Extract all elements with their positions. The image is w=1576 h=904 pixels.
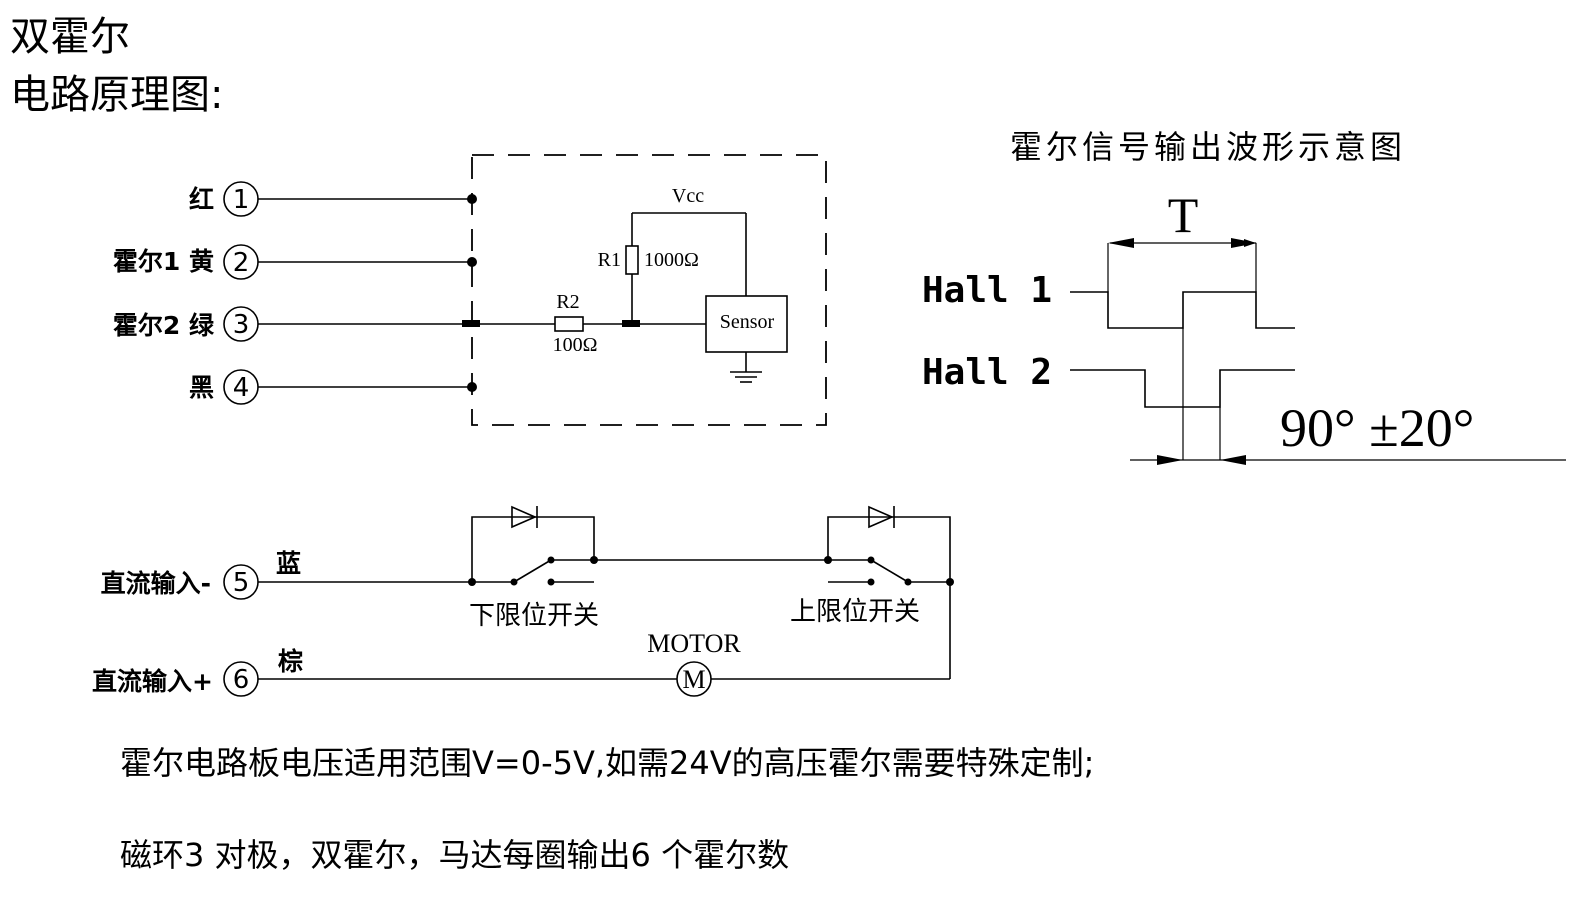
- period-arrow-right-head: [1231, 238, 1257, 248]
- lower-diode-bypass: [471, 516, 595, 582]
- terminal-4-label: 黑: [189, 373, 214, 402]
- upper-diode-bypass: [827, 516, 951, 582]
- r1-name: R1: [598, 249, 621, 271]
- upper-switch-arm: [870, 559, 909, 583]
- terminal-6-number: 6: [233, 665, 250, 695]
- hall-1-label: Hall 1: [922, 270, 1052, 311]
- phase-arrow-right-head: [1220, 455, 1246, 465]
- lower-switch-pivot: [510, 578, 518, 586]
- resistor-r1: [625, 245, 639, 275]
- upper-switch-label: 上限位开关: [790, 597, 920, 627]
- motor-symbol: M: [682, 665, 705, 694]
- vcc-label: Vcc: [672, 185, 704, 207]
- sensor-board-boundary: [471, 154, 827, 426]
- terminal-5-number: 5: [233, 568, 250, 598]
- motor-title: MOTOR: [647, 629, 741, 658]
- terminal-5-label: 直流输入-: [101, 569, 211, 598]
- sensor-label: Sensor: [720, 311, 775, 333]
- hall-2-label: Hall 2: [922, 352, 1052, 393]
- terminal-2-number: 2: [233, 248, 250, 278]
- title-line-2: 电路原理图:: [10, 72, 223, 118]
- ground-icon: [730, 371, 762, 383]
- terminal-4-number: 4: [233, 373, 250, 403]
- junction-1: [467, 194, 477, 204]
- terminal-3-number: 3: [233, 310, 250, 340]
- note-magnet: 磁环3 对极，双霍尔，马达每圈输出6 个霍尔数: [120, 836, 789, 874]
- lower-switch-bottom-node: [547, 578, 555, 586]
- connector-3: [462, 320, 480, 327]
- junction-2: [467, 257, 477, 267]
- node-r1-r2: [622, 320, 640, 327]
- r2-name: R2: [556, 291, 579, 313]
- lower-switch-top-node: [547, 556, 555, 564]
- resistor-r2: [554, 316, 584, 332]
- lower-diode-icon: [511, 505, 538, 529]
- upper-switch-bottom-node: [867, 578, 875, 586]
- terminal-3-label: 霍尔2 绿: [113, 311, 215, 340]
- lower-switch-arm: [513, 559, 552, 583]
- note-voltage: 霍尔电路板电压适用范围V=0-5V,如需24V的高压霍尔需要特殊定制;: [120, 744, 1094, 782]
- hall-1-waveform: [1070, 291, 1295, 329]
- r2-value: 100Ω: [553, 334, 598, 356]
- upper-diode-icon: [868, 505, 895, 529]
- period-arrow-left-head: [1108, 238, 1134, 248]
- terminal-6-label: 直流输入+: [92, 667, 213, 696]
- wire-5-color: 蓝: [276, 549, 301, 578]
- r1-value: 1000Ω: [644, 249, 699, 271]
- phase-label: 90° ±20°: [1280, 398, 1474, 458]
- title-line-1: 双霍尔: [10, 14, 130, 60]
- waveform-diagram: 霍尔信号输出波形示意图 T Hall 1 Hall 2 90° ±20°: [922, 128, 1566, 465]
- junction-4: [467, 382, 477, 392]
- terminal-1-label: 红: [189, 185, 214, 214]
- motor-circuit: 直流输入- 5 蓝 下限位开关: [92, 505, 954, 697]
- period-label: T: [1168, 187, 1199, 243]
- terminal-2-label: 霍尔1 黄: [113, 247, 214, 276]
- lower-switch-label: 下限位开关: [469, 601, 599, 631]
- waveform-title: 霍尔信号输出波形示意图: [1010, 128, 1406, 166]
- hall-sensor-circuit: 红 1 霍尔1 黄 2 霍尔2 绿 3 R2 100Ω Vcc R1 1000Ω: [113, 154, 827, 426]
- terminal-1-number: 1: [233, 185, 250, 215]
- phase-arrow-left-head: [1157, 455, 1183, 465]
- wire-6-color: 棕: [278, 647, 303, 676]
